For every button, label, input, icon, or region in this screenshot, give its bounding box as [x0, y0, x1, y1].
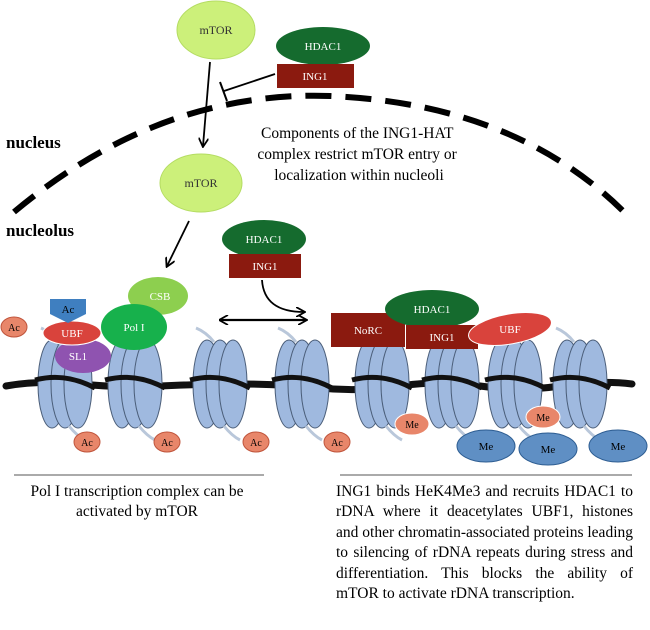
mtor-mid-label: mTOR [184, 176, 217, 190]
dna-wrap [484, 374, 547, 391]
ac-mark-label: Ac [161, 438, 173, 449]
hdac1-center [222, 220, 306, 258]
histone-tail [137, 425, 156, 442]
ing1-center [229, 254, 301, 278]
caption-left: Pol I transcription complex can be activ… [30, 483, 244, 520]
csb-label: CSB [150, 291, 171, 303]
me-mark-label: Me [541, 444, 556, 456]
ac-mark-label: Ac [8, 323, 20, 334]
histone-tail [277, 326, 298, 343]
mtor-activation-arrow [167, 220, 190, 266]
ac-mark [323, 431, 351, 453]
ing1-right [406, 325, 478, 349]
ac-mark-label: Ac [250, 438, 262, 449]
hdac1-right [385, 290, 479, 328]
me-mark [588, 429, 648, 463]
ing1-right-label: ING1 [429, 332, 454, 344]
nucleosome [189, 326, 252, 442]
nuclear-membrane [12, 92, 633, 221]
pol1-complex: CSB Pol I SL1 UBF Ac [42, 277, 188, 373]
histone-tail [222, 425, 241, 442]
ac-tag-label: Ac [62, 304, 75, 316]
ac-mark [73, 431, 101, 453]
nucleosome [271, 326, 334, 442]
ing1-top [277, 64, 354, 88]
me-mark-label: Me [479, 441, 494, 453]
ac-mark [153, 431, 181, 453]
nucleosome [104, 326, 167, 442]
mtor-entry-arrow [203, 61, 211, 146]
hdac1-top [276, 27, 370, 65]
dna-wrap [34, 374, 97, 391]
ing1-top-label: ING1 [302, 71, 327, 83]
pol1 [101, 304, 167, 350]
me-mark [456, 429, 516, 463]
nucleus-label: nucleus [6, 133, 61, 152]
inhibition-line [223, 73, 276, 92]
ubf-right-label: UBF [499, 324, 520, 336]
me-mark [518, 432, 578, 466]
silencing-complex: NoRC HDAC1 ING1 UBF [331, 290, 552, 349]
sl1-label: SL1 [69, 351, 87, 363]
dna-wrap [549, 374, 612, 391]
ac-tag [50, 299, 86, 323]
caption-right: ING1 binds HeK4Me3 and recruits HDAC1 to… [336, 483, 633, 603]
me-mark-label: Me [405, 420, 419, 431]
me-mark-label: Me [611, 441, 626, 453]
me-mark-label: Me [536, 413, 550, 424]
hdac1-top-label: HDAC1 [305, 41, 342, 53]
nucleosome [421, 326, 484, 442]
histone-tail [555, 326, 576, 343]
me-mark [525, 405, 561, 429]
nucleolar-entry-note: Components of the ING1-HAT complex restr… [257, 125, 460, 184]
mtor-top [176, 0, 256, 60]
ac-mark [242, 431, 270, 453]
hdac1-right-label: HDAC1 [414, 304, 451, 316]
ac-mark-label: Ac [81, 438, 93, 449]
recruit-arrow [261, 279, 304, 312]
inhibition-bar [219, 81, 228, 102]
dna-wrap [189, 374, 252, 391]
ing1-center-label: ING1 [252, 261, 277, 273]
dna-wrap [351, 374, 414, 391]
nucleolus-label: nucleolus [6, 221, 74, 240]
ac-mark-label: Ac [331, 438, 343, 449]
me-mark [394, 412, 430, 436]
histone-tail [304, 425, 323, 442]
dna-wrap [271, 374, 334, 391]
ac-mark [0, 316, 28, 338]
mtor-top-label: mTOR [199, 23, 232, 37]
ubf-right [468, 312, 552, 346]
nucleosome [484, 326, 547, 442]
pol1-label: Pol I [123, 322, 144, 334]
sl1 [55, 339, 111, 373]
dna-wrap [104, 374, 167, 391]
norc-label: NoRC [354, 325, 382, 337]
histone-tail [384, 425, 403, 442]
histone-tail [195, 326, 216, 343]
ubf-left-label: UBF [61, 328, 82, 340]
hdac1-center-label: HDAC1 [246, 234, 283, 246]
nucleosome [549, 326, 612, 442]
dna-wrap [421, 374, 484, 391]
mtor-mid [159, 153, 243, 213]
